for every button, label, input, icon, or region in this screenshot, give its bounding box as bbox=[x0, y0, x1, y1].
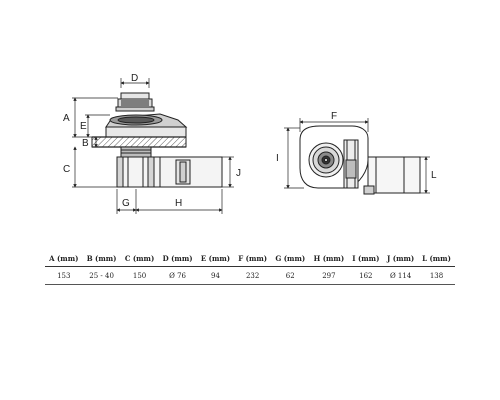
header-h: H (mm) bbox=[309, 251, 349, 267]
header-a: A (mm) bbox=[45, 251, 83, 267]
value-l: 138 bbox=[418, 266, 455, 285]
chain-channel bbox=[343, 139, 359, 189]
header-b: B (mm) bbox=[82, 251, 121, 267]
value-h: 297 bbox=[309, 266, 349, 285]
dim-label-g: G bbox=[122, 198, 130, 209]
header-i: I (mm) bbox=[348, 251, 384, 267]
dim-label-f: F bbox=[331, 111, 337, 122]
header-d: D (mm) bbox=[158, 251, 197, 267]
dimension-spec-table: A (mm) B (mm) C (mm) D (mm) E (mm) F (mm… bbox=[45, 251, 455, 285]
dim-label-d: D bbox=[131, 73, 138, 84]
value-c: 150 bbox=[120, 266, 159, 285]
value-f: 232 bbox=[234, 266, 272, 285]
gearbox bbox=[116, 146, 155, 188]
value-e: 94 bbox=[196, 266, 235, 285]
value-i: 162 bbox=[348, 266, 384, 285]
dim-label-j: J bbox=[236, 168, 241, 179]
side-dimension-lines bbox=[72, 78, 234, 214]
value-d: Ø 76 bbox=[158, 266, 197, 285]
dim-label-b: B bbox=[82, 138, 89, 149]
dim-label-e: E bbox=[80, 121, 87, 132]
table-row: 153 25 - 40 150 Ø 76 94 232 62 297 162 Ø… bbox=[45, 266, 455, 285]
top-dimension-lines bbox=[284, 118, 430, 194]
side-view bbox=[72, 78, 234, 214]
chain-wheel bbox=[105, 113, 188, 138]
deck-section bbox=[91, 136, 187, 148]
value-a: 153 bbox=[45, 266, 83, 285]
value-b: 25 - 40 bbox=[82, 266, 121, 285]
header-e: E (mm) bbox=[196, 251, 235, 267]
motor bbox=[153, 156, 223, 188]
windlass-dimension-drawing: D A E B C J G H bbox=[63, 73, 437, 214]
header-l: L (mm) bbox=[418, 251, 455, 267]
motor-top bbox=[363, 156, 421, 195]
header-g: G (mm) bbox=[271, 251, 310, 267]
header-j: J (mm) bbox=[383, 251, 419, 267]
gypsy-top bbox=[308, 142, 344, 178]
value-g: 62 bbox=[271, 266, 310, 285]
value-j: Ø 114 bbox=[383, 266, 419, 285]
gypsy-drum bbox=[115, 92, 155, 112]
table-header-row: A (mm) B (mm) C (mm) D (mm) E (mm) F (mm… bbox=[45, 251, 455, 267]
dim-label-a: A bbox=[63, 113, 70, 124]
top-view bbox=[284, 118, 430, 195]
header-c: C (mm) bbox=[120, 251, 159, 267]
header-f: F (mm) bbox=[234, 251, 272, 267]
dim-label-i: I bbox=[276, 153, 279, 164]
dim-label-c: C bbox=[63, 164, 70, 175]
dim-label-l: L bbox=[431, 170, 437, 181]
dim-label-h: H bbox=[175, 198, 182, 209]
